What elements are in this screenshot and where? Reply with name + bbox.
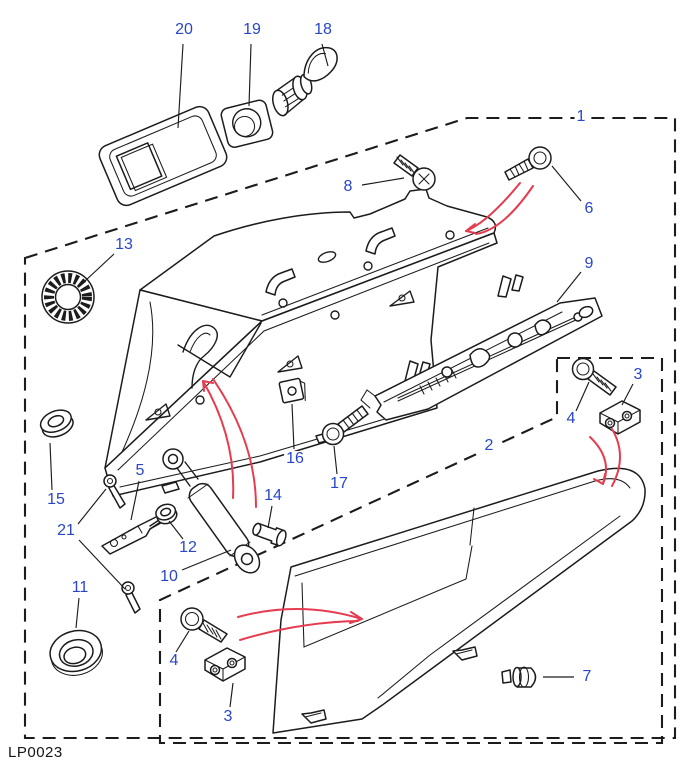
callout-5: 5 <box>133 462 147 479</box>
callout-2: 2 <box>482 437 496 454</box>
screw-6 <box>504 146 552 181</box>
callout-4-right: 4 <box>564 410 578 427</box>
washer-12 <box>155 503 178 525</box>
glovebox-lid <box>272 467 646 734</box>
callout-14: 14 <box>262 487 284 504</box>
callout-3-right: 3 <box>631 366 645 383</box>
screw-8 <box>393 154 436 191</box>
pivot-pins <box>103 474 141 614</box>
callout-21: 21 <box>55 522 77 539</box>
callout-7: 7 <box>580 668 594 685</box>
red-guide-arrows <box>202 182 621 641</box>
callout-18: 18 <box>312 21 334 38</box>
callout-16: 16 <box>284 450 306 467</box>
block-nut-right <box>599 400 641 435</box>
callout-4-bottom: 4 <box>167 652 181 669</box>
glovebox-housing <box>104 188 498 497</box>
block-nut-bottom <box>204 647 246 682</box>
callout-11: 11 <box>69 579 91 596</box>
gas-strut <box>162 448 261 574</box>
lock-surround <box>220 99 274 148</box>
callout-12: 12 <box>177 539 199 556</box>
callout-19: 19 <box>241 21 263 38</box>
callout-10: 10 <box>158 568 180 585</box>
strut-bracket <box>101 513 169 555</box>
callout-1: 1 <box>574 108 588 125</box>
washer-15 <box>39 409 74 438</box>
bolt-4-bottom <box>180 607 228 643</box>
callout-8: 8 <box>341 178 355 195</box>
buffer-plug <box>501 666 537 688</box>
callout-13: 13 <box>113 236 135 253</box>
assembly-boundary-2 <box>158 356 664 745</box>
latch-assembly <box>360 274 603 421</box>
lock-cylinder-key <box>271 46 338 117</box>
assembly-boundary-1 <box>23 116 677 740</box>
bezel-plate <box>98 105 228 207</box>
bolt-17 <box>321 405 369 446</box>
figure-code: LP0023 <box>8 744 63 761</box>
callout-9: 9 <box>582 255 596 272</box>
grommet <box>49 629 103 676</box>
callout-15: 15 <box>45 491 67 508</box>
callout-20: 20 <box>173 21 195 38</box>
leader-lines <box>49 43 634 708</box>
clip-nut <box>278 377 306 404</box>
bolt-4-right <box>571 357 617 396</box>
callout-3-bottom: 3 <box>221 708 235 725</box>
callout-6: 6 <box>582 200 596 217</box>
stud <box>252 522 287 547</box>
star-washer <box>41 270 95 324</box>
callout-17: 17 <box>328 475 350 492</box>
